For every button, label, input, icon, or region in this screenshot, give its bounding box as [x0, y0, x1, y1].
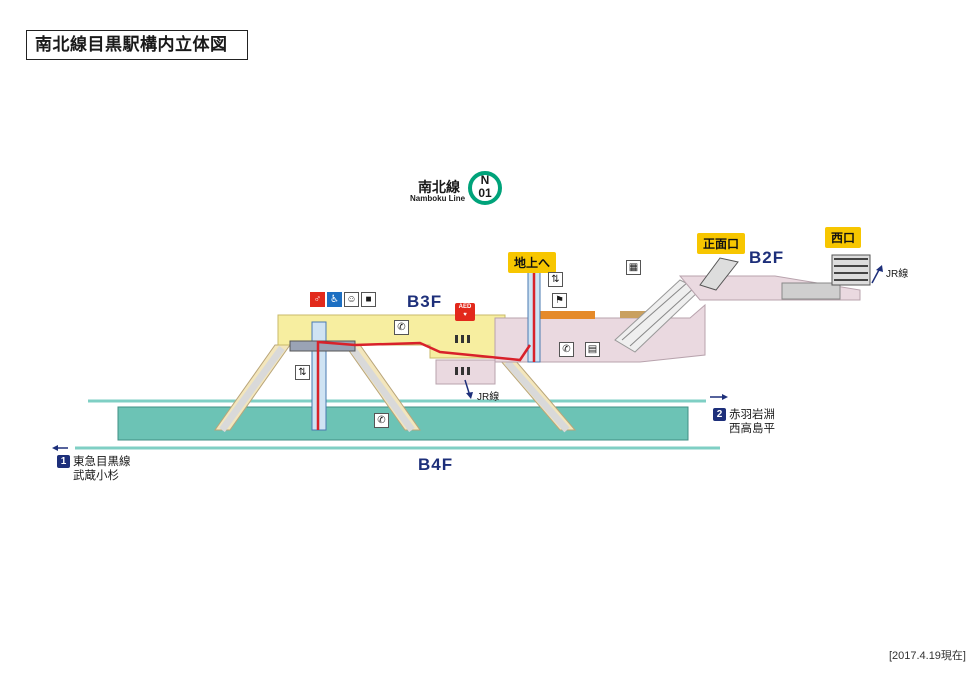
transfer-jr-1: JR線	[477, 392, 500, 403]
station-office-icon: ⚑	[552, 293, 567, 308]
phone-icon-3: ✆	[374, 413, 389, 428]
concourse-b3f-yellow	[277, 314, 506, 359]
ticket-machine-icon: ▦	[626, 260, 641, 275]
multipurpose-icon: ■	[361, 292, 376, 307]
phone-icon: ✆	[394, 320, 409, 335]
destination-left-line1: 東急目黒線	[73, 456, 131, 468]
line-name-ja: 南北線	[418, 179, 460, 195]
aed-icon: AED♥	[455, 303, 475, 321]
concourse-b3f-lower	[435, 359, 496, 385]
locker-icon: ▤	[585, 342, 600, 357]
elevator-icon: ⇅	[295, 365, 310, 380]
footer-date: [2017.4.19現在]	[888, 650, 966, 662]
office-counter	[620, 311, 650, 318]
floor-label-b2f: B2F	[749, 248, 785, 267]
line-name-en: Namboku Line	[410, 194, 466, 203]
destination-left-line2: 武蔵小杉	[73, 470, 119, 482]
floor-label-b3f: B3F	[407, 292, 443, 311]
gates	[455, 335, 470, 375]
exit-tag-west: 西口	[825, 227, 862, 248]
wheelchair-icon: ♿	[327, 292, 342, 307]
ticket-counter	[535, 311, 595, 319]
transfer-jr-2: JR線	[886, 269, 909, 280]
stairs-main-exit	[699, 257, 739, 291]
destination-right-line1: 赤羽岩淵	[729, 409, 775, 421]
destination-right-line2: 西高島平	[729, 423, 775, 435]
line-symbol-number: 01	[478, 186, 492, 200]
stair-walls	[219, 345, 570, 433]
west-platform-box	[781, 282, 841, 300]
accessible-route	[316, 272, 536, 430]
floor-label-b4f: B4F	[418, 455, 454, 474]
baby-icon: ☺	[344, 292, 359, 307]
line-symbol-circle	[468, 171, 502, 205]
exit-tag-to-ground: 地上へ	[508, 252, 557, 273]
phone-icon-2: ✆	[559, 342, 574, 357]
destination-right-number: 2	[713, 408, 726, 422]
destination-left-number: 1	[57, 455, 70, 469]
restroom-icon: ♂	[310, 292, 325, 307]
stairs-west-exit	[831, 254, 871, 286]
page-title: 南北線目黒駅構内立体図	[26, 30, 248, 60]
line-symbol-letter: N	[480, 173, 490, 187]
aed-label: AED	[458, 304, 472, 310]
elevator-icon-2: ⇅	[548, 272, 563, 287]
exit-tag-main: 正面口	[697, 233, 746, 254]
